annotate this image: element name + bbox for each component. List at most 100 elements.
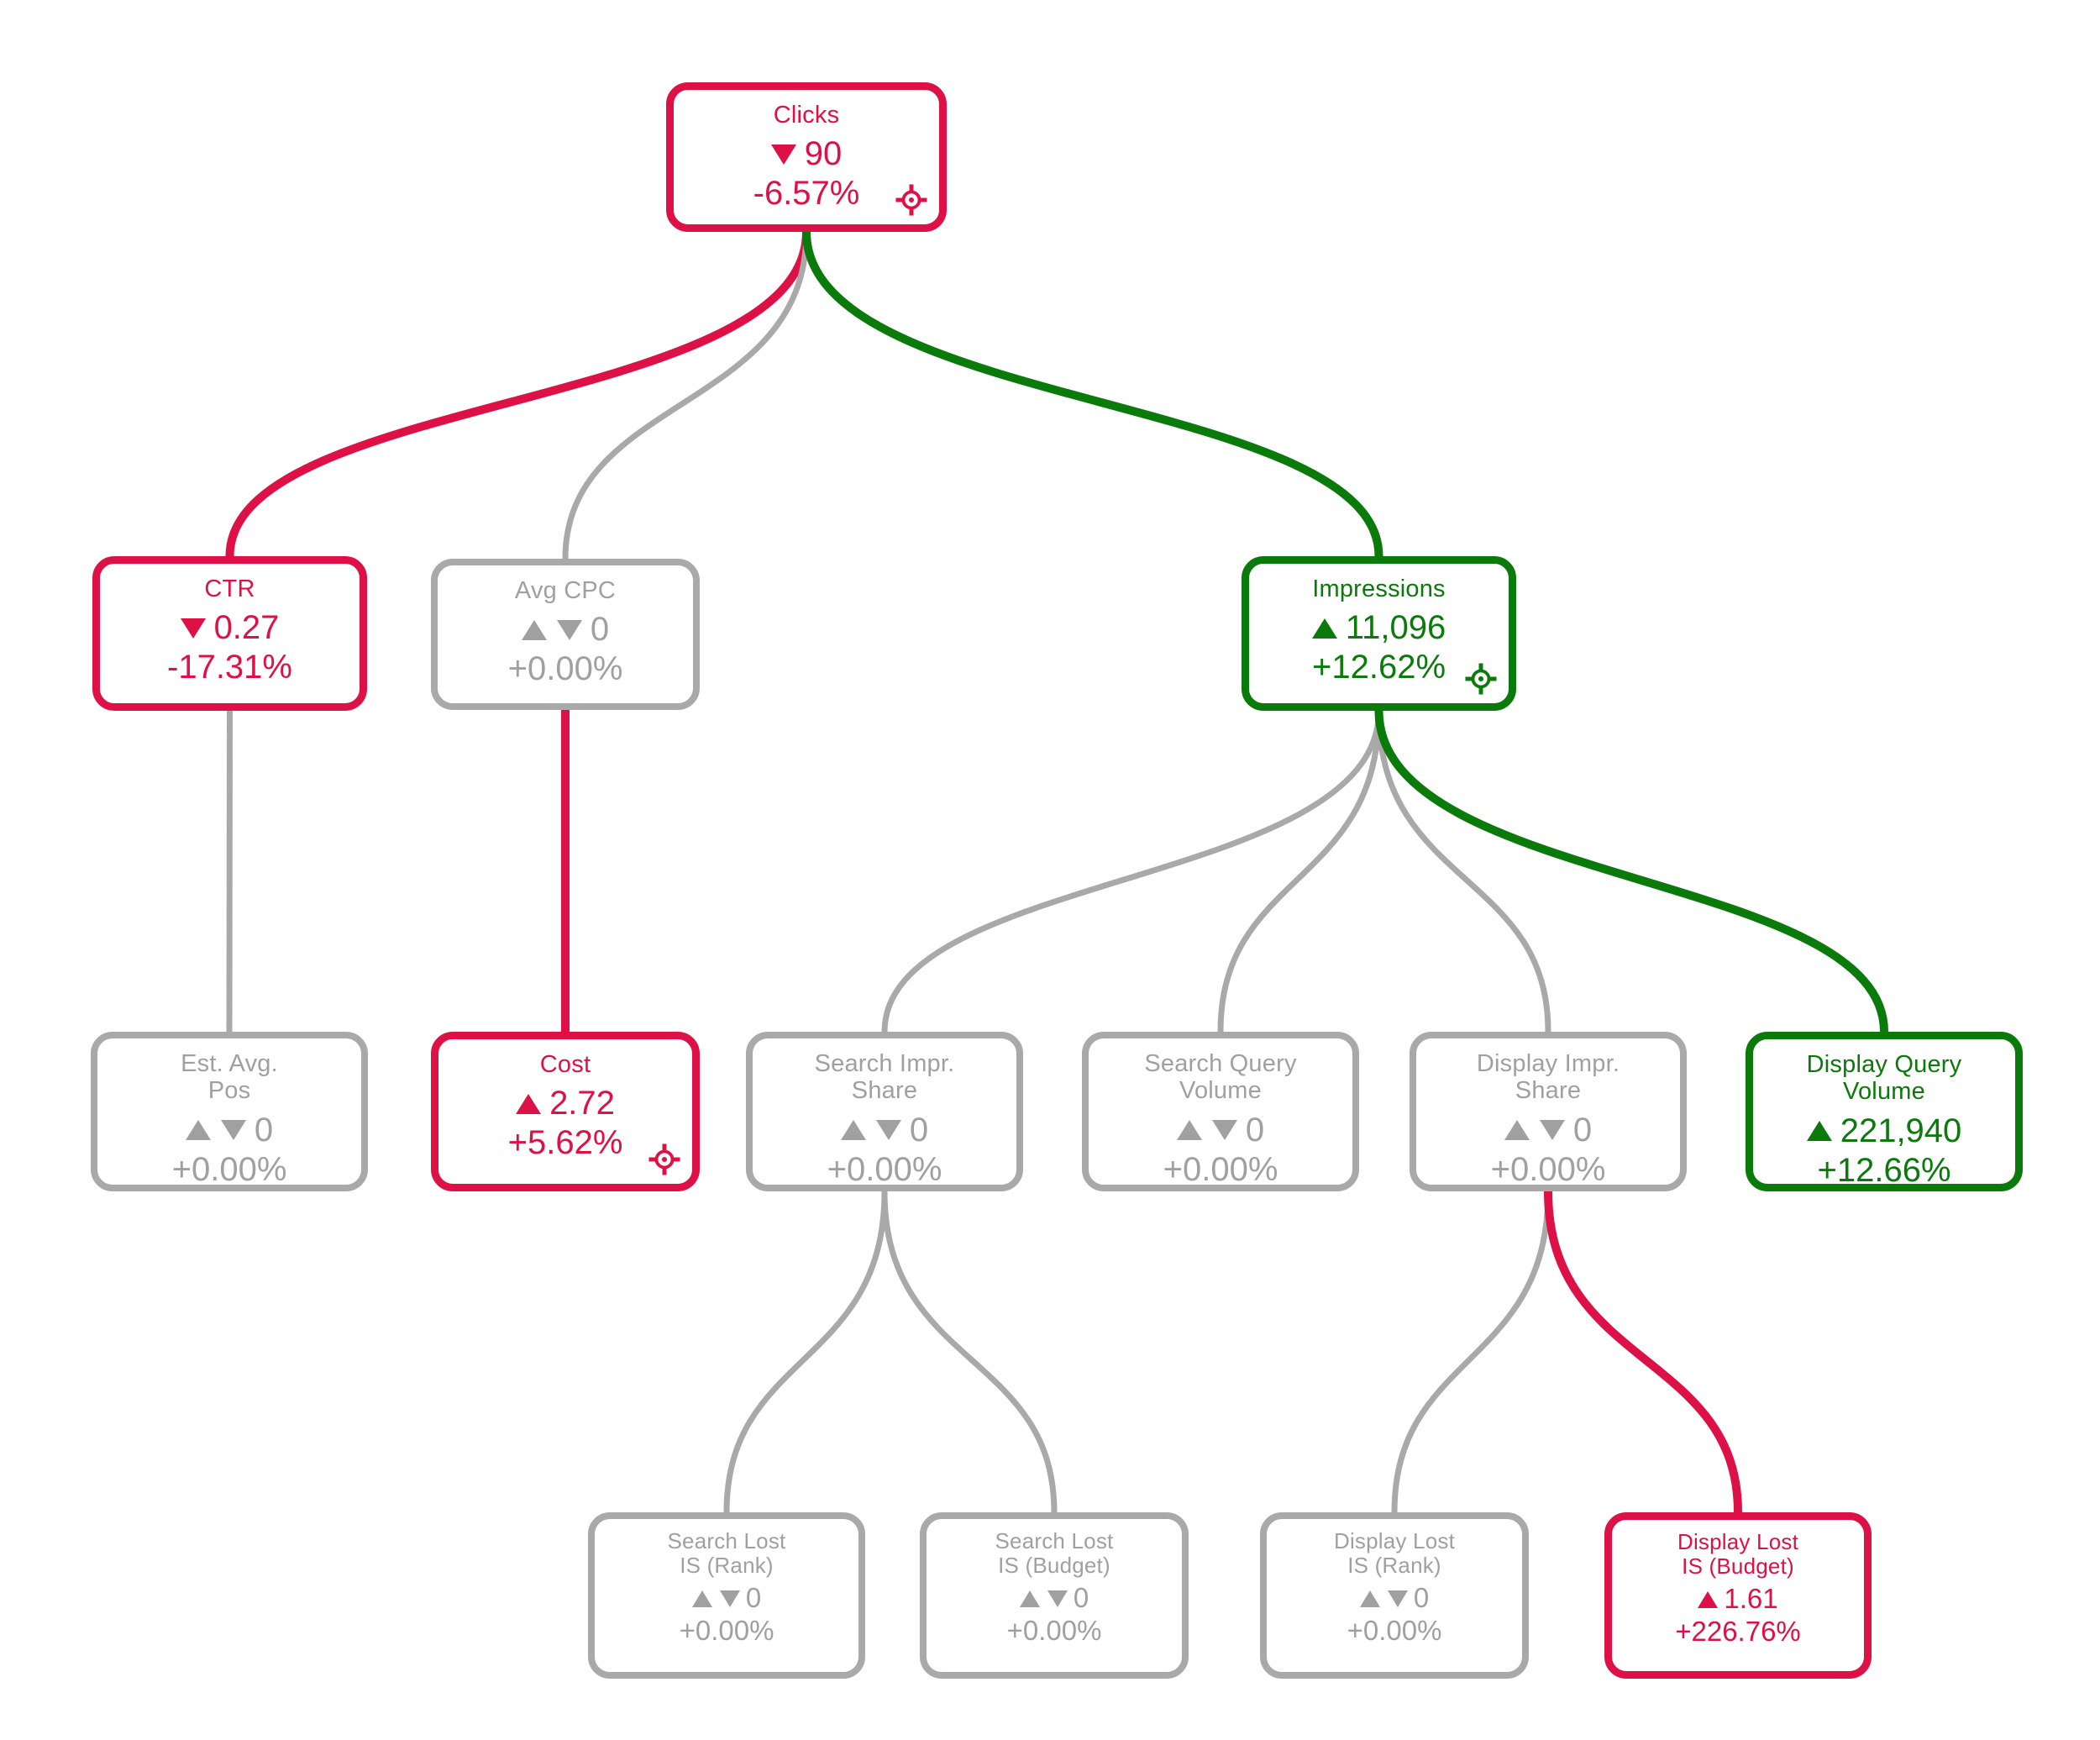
triangle-down-icon — [875, 1120, 901, 1141]
node-title: Search Lost IS (Budget) — [995, 1528, 1114, 1579]
node-title: Est. Avg. Pos — [181, 1050, 278, 1105]
triangle-down-icon — [1387, 1590, 1408, 1607]
node-value: 2.72 — [549, 1085, 615, 1122]
metric-node-cost[interactable]: Cost 2.72+5.62% — [431, 1032, 700, 1191]
node-value-row: 0 — [185, 1111, 274, 1149]
triangle-down-icon — [719, 1590, 740, 1607]
node-percent-change: -17.31% — [167, 649, 292, 686]
edge-impressions-to-search_impr_share — [881, 707, 1382, 1035]
metric-node-impressions[interactable]: Impressions 11,096+12.62% — [1242, 556, 1516, 711]
node-value: 90 — [804, 135, 843, 173]
edge-display_impr_share-to-display_lost_is_budget — [1544, 1187, 1742, 1517]
node-value: 0 — [745, 1582, 762, 1614]
node-value: 221,940 — [1840, 1112, 1962, 1149]
node-value-row: 0 — [1504, 1112, 1592, 1149]
edge-impressions-to-display_query_volume — [1374, 707, 1888, 1036]
edge-impressions-to-display_impr_share — [1376, 707, 1551, 1035]
edge-search_impr_share-to-search_lost_is_budget — [881, 1188, 1058, 1516]
node-percent-change: +12.66% — [1817, 1151, 1951, 1189]
node-value: 0 — [1245, 1111, 1265, 1149]
triangle-down-icon — [1211, 1120, 1237, 1141]
node-percent-change: +0.00% — [171, 1150, 287, 1188]
node-value-row: 0 — [691, 1582, 762, 1614]
triangle-up-icon — [521, 619, 547, 640]
metric-node-display_lost_is_budget[interactable]: Display Lost IS (Budget)1.61+226.76% — [1604, 1512, 1872, 1679]
node-percent-change: +0.00% — [1163, 1150, 1278, 1188]
triangle-up-icon — [185, 1120, 211, 1141]
node-value: 0 — [1073, 1582, 1089, 1614]
node-title: Display Lost IS (Budget) — [1677, 1529, 1799, 1580]
node-value-row: 1.61 — [1698, 1583, 1778, 1615]
triangle-down-icon — [220, 1120, 246, 1141]
edge-impressions-to-search_query_volume — [1217, 707, 1382, 1035]
edge-ctr-to-est_avg_pos — [226, 707, 233, 1035]
triangle-up-icon — [840, 1120, 866, 1141]
node-value-row: 11,096 — [1311, 609, 1446, 647]
edge-clicks-to-impressions — [802, 228, 1383, 560]
focus-target-icon[interactable] — [895, 184, 927, 216]
edge-search_impr_share-to-search_lost_is_rank — [723, 1188, 888, 1516]
triangle-up-icon — [1019, 1590, 1040, 1607]
focus-target-icon[interactable] — [1465, 663, 1497, 695]
triangle-down-icon — [556, 619, 582, 640]
triangle-down-icon — [1539, 1120, 1565, 1141]
metric-node-search_lost_is_budget[interactable]: Search Lost IS (Budget)0+0.00% — [920, 1512, 1189, 1679]
edge-display_impr_share-to-display_lost_is_rank — [1391, 1188, 1551, 1516]
metric-node-avg_cpc[interactable]: Avg CPC 0+0.00% — [431, 559, 700, 710]
node-title: Search Impr. Share — [814, 1050, 955, 1105]
node-title: Clicks — [773, 102, 840, 129]
node-value: 11,096 — [1345, 609, 1446, 647]
metric-node-clicks[interactable]: Clicks 90-6.57% — [666, 82, 947, 232]
metric-node-search_lost_is_rank[interactable]: Search Lost IS (Rank)0+0.00% — [588, 1512, 865, 1679]
node-title: CTR — [204, 576, 255, 602]
node-value: 0 — [254, 1111, 274, 1149]
node-percent-change: +0.00% — [1347, 1615, 1442, 1647]
node-title: Cost — [539, 1051, 591, 1078]
node-title: Avg CPC — [514, 577, 617, 604]
node-value: 1.61 — [1724, 1583, 1778, 1615]
node-value: 0 — [590, 611, 610, 649]
metric-node-est_avg_pos[interactable]: Est. Avg. Pos 0+0.00% — [91, 1032, 368, 1191]
node-title: Search Lost IS (Rank) — [667, 1528, 786, 1579]
node-percent-change: +12.62% — [1311, 649, 1446, 686]
node-percent-change: +0.00% — [679, 1615, 774, 1647]
node-value-row: 0.27 — [180, 609, 280, 647]
node-title: Impressions — [1312, 576, 1446, 602]
node-percent-change: +0.00% — [507, 650, 623, 688]
node-title: Display Impr. Share — [1476, 1050, 1620, 1105]
node-value: 0 — [1413, 1582, 1430, 1614]
node-percent-change: -6.57% — [753, 175, 860, 213]
triangle-up-icon — [1176, 1120, 1202, 1141]
node-title: Display Lost IS (Rank) — [1333, 1528, 1456, 1579]
metric-node-ctr[interactable]: CTR 0.27-17.31% — [92, 556, 367, 711]
triangle-down-icon — [180, 618, 206, 639]
triangle-up-icon — [1311, 618, 1337, 639]
triangle-down-icon — [770, 144, 796, 165]
node-value-row: 221,940 — [1806, 1112, 1962, 1150]
triangle-up-icon — [1806, 1121, 1832, 1142]
node-value: 0.27 — [213, 609, 280, 647]
metric-node-display_lost_is_rank[interactable]: Display Lost IS (Rank)0+0.00% — [1260, 1512, 1529, 1679]
node-value-row: 0 — [1359, 1582, 1430, 1614]
node-value-row: 0 — [521, 611, 610, 649]
node-percent-change: +0.00% — [827, 1150, 942, 1188]
triangle-up-icon — [1698, 1590, 1719, 1608]
triangle-up-icon — [1359, 1590, 1380, 1607]
triangle-up-icon — [1504, 1120, 1530, 1141]
node-percent-change: +0.00% — [1006, 1615, 1102, 1647]
edge-clicks-to-ctr — [225, 228, 811, 560]
node-value: 0 — [1572, 1111, 1593, 1149]
edge-clicks-to-avg_cpc — [562, 229, 810, 562]
node-value-row: 2.72 — [516, 1085, 615, 1122]
triangle-down-icon — [1047, 1590, 1068, 1607]
node-percent-change: +5.62% — [507, 1124, 623, 1162]
triangle-up-icon — [691, 1590, 712, 1607]
focus-target-icon[interactable] — [648, 1143, 680, 1175]
triangle-up-icon — [516, 1093, 542, 1114]
